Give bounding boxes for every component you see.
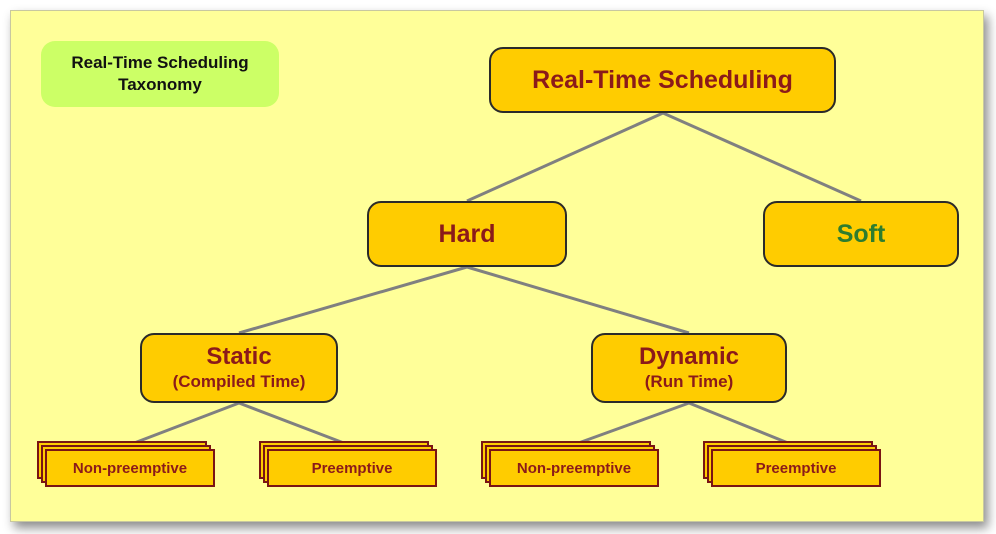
connector-lines [128,111,862,447]
node-dynamic-subtitle: (Run Time) [644,372,734,391]
edge-dynamic-preemptive [688,401,794,447]
node-static-title: Static [206,343,272,370]
edge-hard-dynamic [466,265,690,335]
node-real-time-scheduling: Real-Time Scheduling [489,47,836,113]
node-static-subtitle: (Compiled Time) [172,372,306,391]
node-soft: Soft [763,201,959,267]
node-dynamic-title: Dynamic [638,343,740,370]
node-static: Static (Compiled Time) [140,333,338,403]
edge-hard-static [238,265,468,335]
slide-canvas: Real-Time Scheduling Taxonomy Real-Time … [10,10,984,522]
taxonomy-label-line1: Real-Time Scheduling [71,53,249,72]
edge-static-nonpreemptive [128,401,240,447]
node-hard-label: Hard [438,219,496,248]
leaf-label: Preemptive [711,449,881,487]
node-hard: Hard [367,201,567,267]
edge-root-hard [466,111,664,203]
edge-static-preemptive [238,401,350,447]
node-root-label: Real-Time Scheduling [532,65,793,94]
leaf-static-preemptive: Preemptive [259,441,437,487]
taxonomy-label-line2: Taxonomy [118,75,202,94]
leaf-label: Non-preemptive [45,449,215,487]
leaf-static-nonpreemptive: Non-preemptive [37,441,215,487]
taxonomy-label: Real-Time Scheduling Taxonomy [41,41,279,107]
node-soft-label: Soft [836,219,886,248]
edge-root-soft [662,111,862,203]
node-dynamic: Dynamic (Run Time) [591,333,787,403]
edge-dynamic-nonpreemptive [572,401,690,447]
leaf-dynamic-preemptive: Preemptive [703,441,881,487]
leaf-label: Non-preemptive [489,449,659,487]
leaf-dynamic-nonpreemptive: Non-preemptive [481,441,659,487]
leaf-label: Preemptive [267,449,437,487]
